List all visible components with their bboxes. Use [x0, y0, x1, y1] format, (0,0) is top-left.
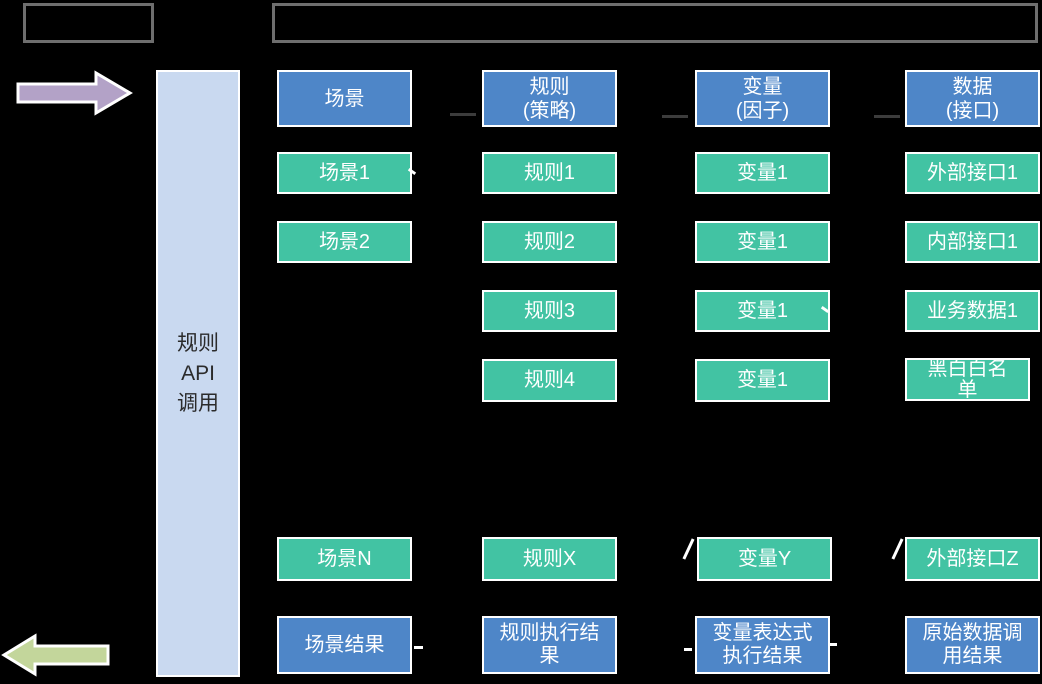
data-item-external-z: 外部接口Z	[905, 537, 1040, 581]
rule-result-box: 规则执行结 果	[482, 616, 617, 674]
rules-api-call-label: 规则 API 调用	[177, 331, 219, 415]
scene-column-header: 场景	[277, 70, 412, 127]
rule-item-2: 规则2	[482, 221, 617, 263]
connector-dash-mark	[414, 646, 423, 649]
variable-item-y: 变量Y	[697, 537, 832, 581]
rule-item-1: 规则1	[482, 152, 617, 194]
connector-dash	[450, 113, 476, 116]
data-item-blacklist: 黑白白名 单	[905, 358, 1030, 401]
variable-result-box: 变量表达式 执行结果	[695, 616, 830, 674]
variable-item-2: 变量1	[695, 221, 830, 263]
top-left-frame	[23, 3, 154, 43]
data-item-external-1: 外部接口1	[905, 152, 1040, 194]
data-result-box: 原始数据调 用结果	[905, 616, 1040, 674]
connector-dash	[874, 115, 900, 118]
request-arrow-icon	[16, 70, 133, 116]
connector-dash-mark	[829, 643, 837, 646]
rule-item-x: 规则X	[482, 537, 617, 581]
scene-result-box: 场景结果	[277, 616, 412, 674]
top-wide-frame	[272, 3, 1038, 43]
connector-dash-mark	[684, 648, 692, 651]
variable-column-header: 变量 (因子)	[695, 70, 830, 127]
connector-slash-mark	[891, 538, 904, 560]
scene-item-n: 场景N	[277, 537, 412, 581]
return-arrow-icon	[1, 633, 110, 677]
rule-column-header: 规则 (策略)	[482, 70, 617, 127]
connector-dash	[662, 115, 688, 118]
rule-item-4: 规则4	[482, 359, 617, 402]
data-item-business-1: 业务数据1	[905, 290, 1040, 332]
rule-item-3: 规则3	[482, 290, 617, 332]
variable-item-3: 变量1	[695, 290, 830, 332]
variable-item-4: 变量1	[695, 359, 830, 402]
rules-api-call-bar: 规则 API 调用	[156, 70, 240, 677]
variable-item-1: 变量1	[695, 152, 830, 194]
scene-item-1: 场景1	[277, 152, 412, 194]
data-item-internal-1: 内部接口1	[905, 221, 1040, 263]
scene-item-2: 场景2	[277, 221, 412, 263]
connector-slash-mark	[682, 538, 695, 560]
data-column-header: 数据 (接口)	[905, 70, 1040, 127]
